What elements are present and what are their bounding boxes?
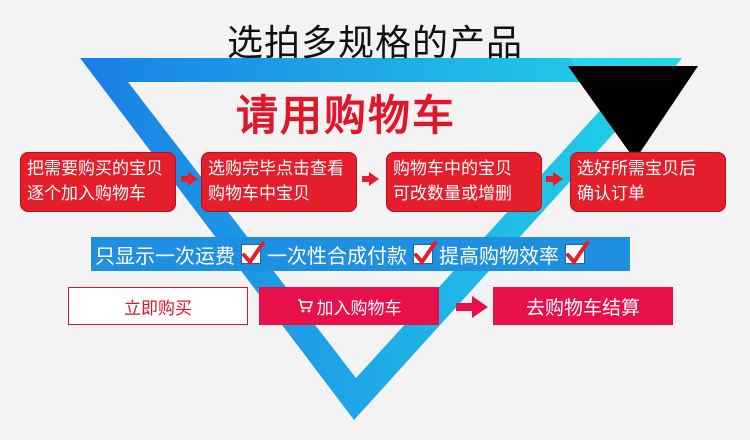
step-4-line1: 选好所需宝贝后	[577, 159, 696, 179]
step-4: 选好所需宝贝后 确认订单	[570, 152, 726, 212]
add-to-cart-label: 加入购物车	[316, 298, 402, 319]
checkmark-icon	[413, 241, 437, 266]
checkout-button[interactable]: 去购物车结算	[493, 287, 673, 325]
feature-text: 只显示一次运费	[95, 243, 235, 268]
feature-text: 提高购物效率	[439, 243, 559, 268]
step-1-line2: 逐个加入购物车	[27, 184, 146, 204]
step-3-line2: 可改数量或增删	[393, 184, 512, 204]
step-2-line2: 购物车中宝贝	[208, 184, 310, 204]
step-1: 把需要购买的宝贝 逐个加入购物车	[20, 152, 176, 212]
page-title: 选拍多规格的产品	[226, 23, 523, 64]
step-3-line1: 购物车中的宝贝	[393, 159, 512, 179]
step-1-line1: 把需要购买的宝贝	[27, 159, 163, 179]
checkmark-icon	[241, 241, 265, 266]
cart-icon	[297, 299, 313, 313]
arrow-right-icon	[456, 296, 488, 318]
checkmark-icon	[565, 241, 589, 266]
buy-now-button[interactable]: 立即购买	[68, 287, 248, 325]
step-2: 选购完毕点击查看 购物车中宝贝	[201, 152, 357, 212]
add-to-cart-button[interactable]: 加入购物车	[259, 287, 439, 325]
feature-item: 只显示一次运费	[95, 240, 265, 269]
feature-item: 提高购物效率	[439, 240, 589, 269]
step-3: 购物车中的宝贝 可改数量或增删	[386, 152, 542, 212]
step-4-line2: 确认订单	[577, 184, 645, 204]
arrow-right-icon	[546, 172, 563, 186]
feature-text: 一次性合成付款	[267, 243, 407, 268]
arrow-right-icon	[181, 172, 198, 186]
arrow-right-icon	[362, 172, 379, 186]
black-triangle	[568, 66, 698, 160]
features-bar: 只显示一次运费 一次性合成付款 提高购物效率	[91, 237, 630, 271]
headline: 请用购物车	[236, 91, 457, 140]
step-2-line1: 选购完毕点击查看	[208, 159, 344, 179]
feature-item: 一次性合成付款	[267, 240, 437, 269]
